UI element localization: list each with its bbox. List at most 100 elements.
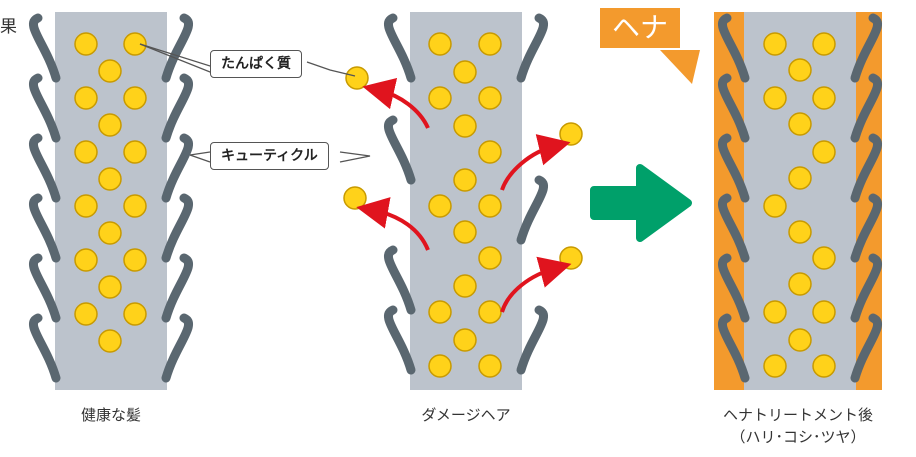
healthy-protein-dot [123, 194, 147, 218]
healthy-protein-dot [74, 302, 98, 326]
damaged-cuticle-left [384, 245, 416, 315]
loss-arrow-2 [500, 134, 571, 191]
treated-cuticle-right [850, 193, 882, 263]
treated-cuticle-right [850, 253, 882, 323]
damaged-cuticle-left [384, 13, 416, 83]
damaged-protein-dot [453, 220, 477, 244]
healthy-cuticle-right [161, 73, 193, 143]
damaged-protein-dot [428, 86, 452, 110]
treated-protein-dot [763, 300, 787, 324]
damaged-protein-dot [428, 32, 452, 56]
treated-protein-dot [763, 32, 787, 56]
healthy-cuticle-right [161, 13, 193, 83]
healthy-hair-caption: 健康な髪 [80, 406, 141, 424]
healthy-cuticle-left [29, 313, 61, 383]
treated-protein-dot [788, 328, 812, 352]
treated-protein-dot [763, 354, 787, 378]
healthy-cuticle-left [29, 253, 61, 323]
healthy-cuticle-left [29, 133, 61, 203]
treated-cuticle-left [718, 193, 750, 263]
damaged-protein-dot [453, 168, 477, 192]
treated-cuticle-left [718, 13, 750, 83]
treated-hair-subcaption: （ハリ･コシ･ツヤ） [730, 428, 866, 446]
damaged-protein-dot [428, 354, 452, 378]
damaged-protein-dot [478, 86, 502, 110]
protein-callout: たんぱく質 [210, 50, 302, 78]
protein-loss-arrows [356, 77, 572, 313]
lost-protein-dot [559, 122, 583, 146]
damaged-protein-dot [478, 246, 502, 270]
cuticle-callout: キューティクル [210, 142, 329, 170]
cuticle-layer [29, 13, 882, 383]
damaged-protein-dot [453, 274, 477, 298]
treated-protein-dot [763, 86, 787, 110]
treated-hair-caption: ヘナトリートメント後 [722, 406, 873, 424]
treated-cuticle-left [718, 253, 750, 323]
healthy-protein-dot [74, 140, 98, 164]
damaged-cuticle-right [516, 13, 548, 83]
healthy-protein-dot [74, 194, 98, 218]
lost-protein-dot [345, 66, 369, 90]
healthy-protein-dot [74, 32, 98, 56]
treated-cuticle-right [850, 13, 882, 83]
lost-protein-dot [343, 186, 367, 210]
healthy-cuticle-left [29, 73, 61, 143]
loss-arrow-3 [356, 197, 430, 251]
damaged-protein-dot [478, 300, 502, 324]
healthy-cuticle-left [29, 193, 61, 263]
healthy-protein-dot [98, 221, 122, 245]
healthy-protein-dot [123, 32, 147, 56]
treated-cuticle-left [718, 133, 750, 203]
treated-protein-dot [812, 300, 836, 324]
damaged-protein-dot [453, 328, 477, 352]
damaged-protein-dot [478, 354, 502, 378]
treated-protein-dot [812, 86, 836, 110]
healthy-cuticle-left [29, 13, 61, 83]
damaged-hair-caption: ダメージヘア [421, 406, 511, 424]
treated-cuticle-right [850, 133, 882, 203]
damaged-cuticle-left [384, 305, 416, 375]
treated-protein-dot [788, 58, 812, 82]
damaged-protein-dot [453, 114, 477, 138]
healthy-protein-dot [123, 302, 147, 326]
healthy-protein-dot [123, 140, 147, 164]
treated-protein-dot [788, 112, 812, 136]
lost-protein-dot [559, 246, 583, 270]
damaged-cuticle-right [516, 305, 548, 375]
healthy-protein-dot [98, 59, 122, 83]
treated-cuticle-right [850, 313, 882, 383]
healthy-protein-dot [123, 86, 147, 110]
corner-text: 果 [0, 17, 17, 37]
healthy-protein-dot [74, 248, 98, 272]
damaged-protein-dot [453, 60, 477, 84]
healthy-protein-dot [98, 113, 122, 137]
treated-cuticle-left [718, 313, 750, 383]
healthy-protein-dot [123, 248, 147, 272]
treated-protein-dot [788, 220, 812, 244]
treatment-arrow [590, 164, 692, 242]
healthy-protein-dot [98, 167, 122, 191]
treated-protein-dot [812, 32, 836, 56]
healthy-protein-dot [74, 86, 98, 110]
treated-protein-dot [788, 272, 812, 296]
treated-protein-dot [812, 246, 836, 270]
healthy-protein-dot [98, 329, 122, 353]
treated-cuticle-right [850, 73, 882, 143]
damaged-protein-dot [478, 32, 502, 56]
treated-protein-dot [788, 166, 812, 190]
damaged-protein-dot [428, 300, 452, 324]
damaged-protein-dot [478, 194, 502, 218]
treated-protein-dot [812, 354, 836, 378]
loss-arrow-1 [362, 77, 430, 129]
damaged-protein-dot [428, 194, 452, 218]
loss-arrow-4 [500, 256, 572, 313]
healthy-protein-dot [98, 275, 122, 299]
healthy-cuticle-right [161, 253, 193, 323]
badge-tail [660, 50, 700, 84]
damaged-protein-dot [478, 140, 502, 164]
healthy-cuticle-right [161, 133, 193, 203]
damaged-cuticle-right [516, 175, 548, 245]
treated-protein-dot [812, 140, 836, 164]
protein-layer [74, 32, 836, 378]
